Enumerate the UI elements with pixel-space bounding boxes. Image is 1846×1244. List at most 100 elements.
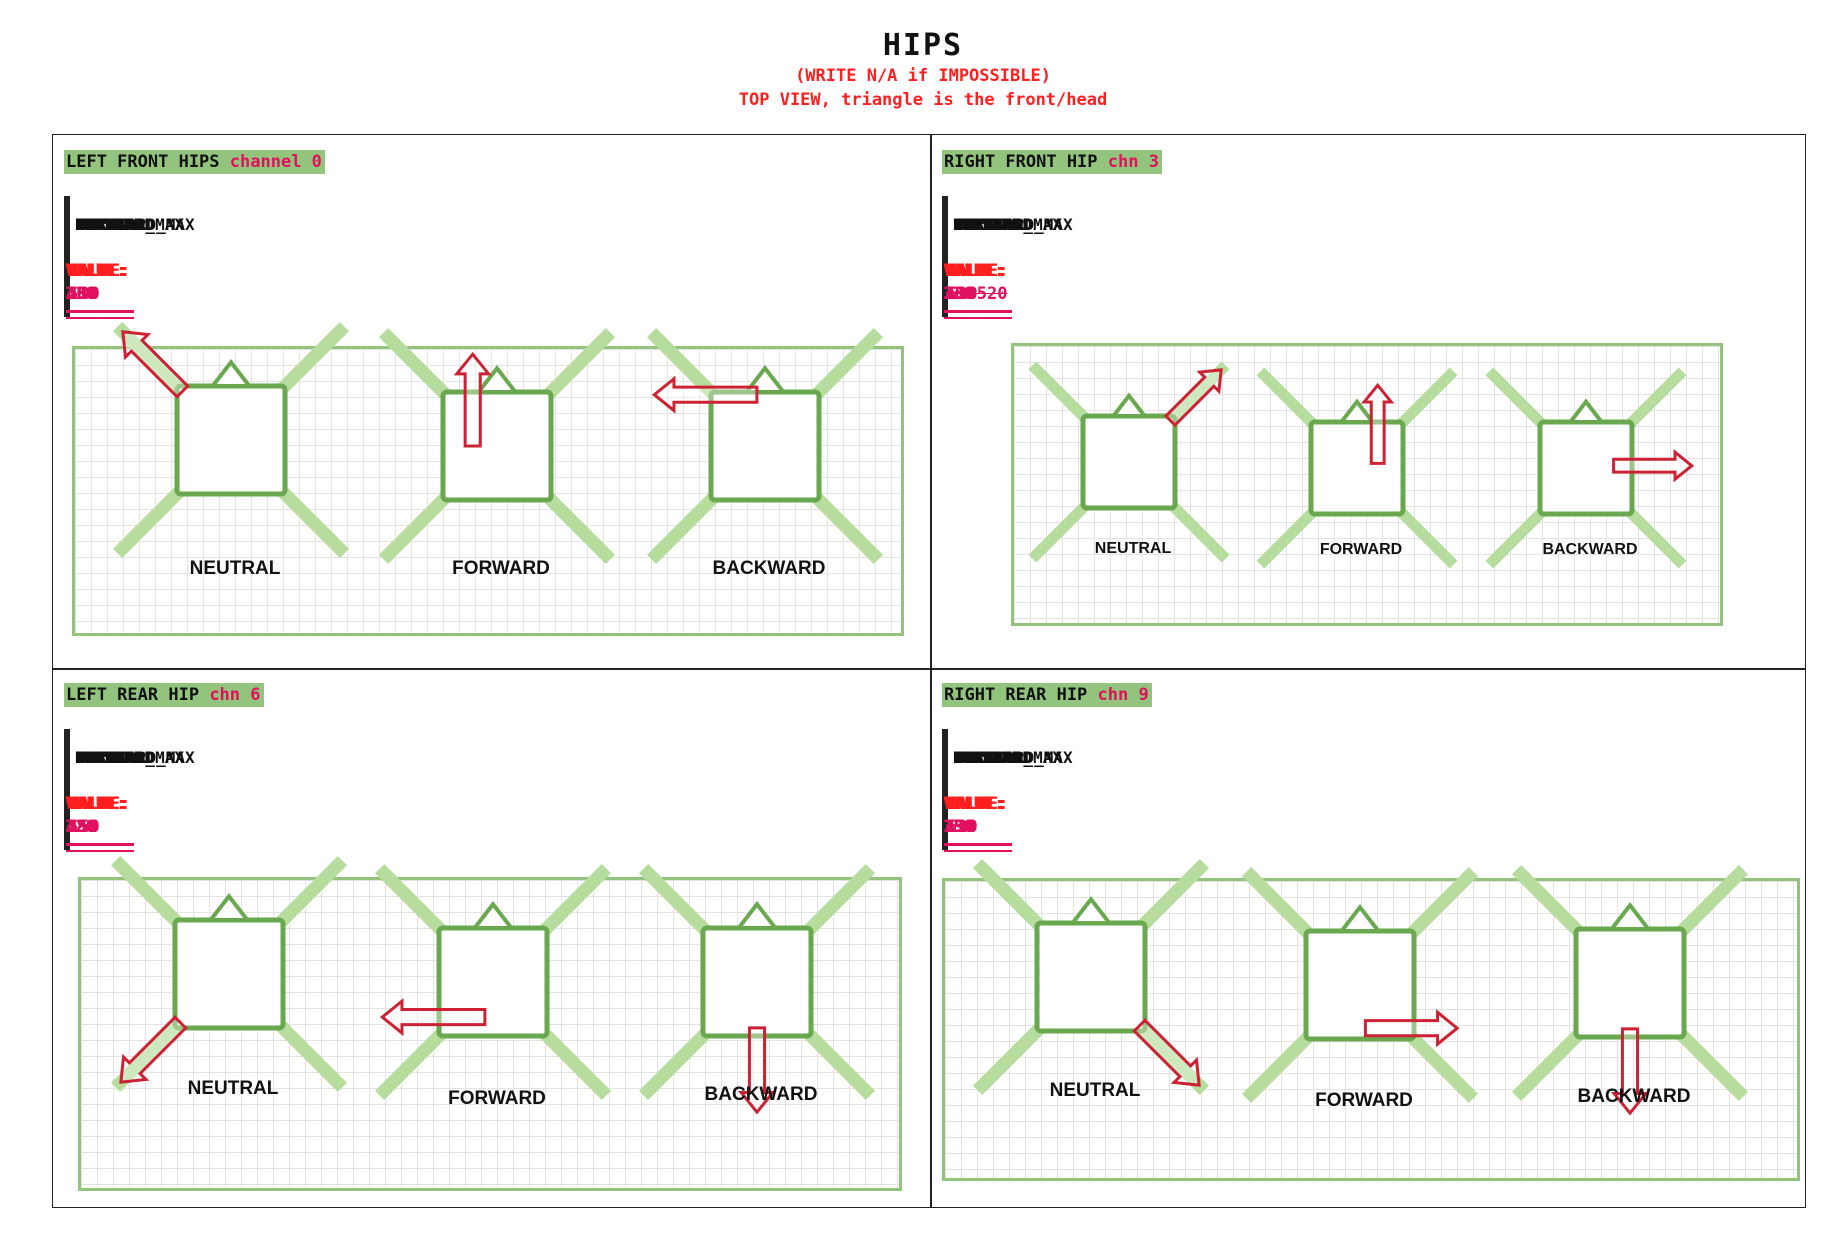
view-note: TOP VIEW, triangle is the front/head xyxy=(738,90,1108,110)
body-square xyxy=(708,389,822,503)
cell-header: BACKWARD xyxy=(77,215,155,234)
value-number: 350 xyxy=(943,817,974,837)
section-title-text: RIGHT FRONT HIP xyxy=(944,152,1098,172)
value-underline xyxy=(948,309,1012,319)
pose-forward: FORWARD xyxy=(1256,367,1458,569)
head-triangle xyxy=(470,900,516,930)
pose-forward: FORWARD xyxy=(375,864,611,1109)
value-number: 520 xyxy=(947,817,978,837)
head-triangle xyxy=(1566,398,1606,424)
cell-header: NEUTRAL xyxy=(953,215,1021,234)
body-square xyxy=(174,383,288,497)
pose-label: NEUTRAL xyxy=(188,1078,279,1099)
cell-header: FORWARD xyxy=(76,215,144,234)
direction-arrow xyxy=(1163,368,1223,428)
cell-header: NEUTRAL xyxy=(75,748,143,767)
cell-header: FORWARD_MAX xyxy=(78,748,184,767)
pose-label: BACKWARD xyxy=(1578,1086,1691,1107)
pose-backward: BACKWARD xyxy=(1512,865,1748,1116)
pose-neutral: NEUTRAL xyxy=(111,856,347,1099)
value-number: 490 xyxy=(945,284,976,304)
body-square xyxy=(1034,920,1148,1034)
channel-label: chn 9 xyxy=(1097,685,1149,705)
value-number: 400 xyxy=(66,284,97,304)
value-number: 250 xyxy=(67,817,98,837)
hip-diagram-svg: NEUTRAL FORWARD BACKWARD xyxy=(111,856,875,1115)
direction-arrow xyxy=(453,351,492,448)
value-number: 480 xyxy=(66,817,97,837)
value-number: 320 xyxy=(65,817,96,837)
body-square xyxy=(172,917,286,1031)
head-triangle xyxy=(474,364,520,394)
section-title: LEFT FRONT HIPS channel 0 xyxy=(64,150,325,174)
section-title: RIGHT FRONT HIP chn 3 xyxy=(942,150,1162,174)
cell-header: BACKWARD xyxy=(955,215,1033,234)
head-triangle xyxy=(1337,903,1383,933)
pose-label: NEUTRAL xyxy=(1050,1080,1141,1101)
value-number: 150 xyxy=(69,817,100,837)
channel-label: chn 3 xyxy=(1107,152,1159,172)
value-number: 130 xyxy=(69,284,100,304)
body-square xyxy=(1080,413,1178,511)
direction-arrow xyxy=(737,1026,777,1115)
pose-label: BACKWARD xyxy=(1542,541,1637,558)
head-triangle xyxy=(1109,392,1149,418)
channel-label: chn 6 xyxy=(209,685,261,705)
cell-header: BACKWARD_MAX xyxy=(957,748,1073,767)
value-underline xyxy=(70,842,134,852)
body-square xyxy=(1573,926,1687,1040)
channel-label: channel 0 xyxy=(229,152,322,172)
cell-header: NEUTRAL xyxy=(953,748,1021,767)
section-title-text: LEFT FRONT HIPS xyxy=(66,152,220,172)
section-title: LEFT REAR HIP chn 6 xyxy=(64,683,264,707)
cell-header: FORWARD_MAX xyxy=(956,215,1062,234)
pose-label: NEUTRAL xyxy=(190,558,281,579)
pose-neutral: NEUTRAL xyxy=(113,322,349,579)
diagram-right-front-hip: NEUTRAL FORWARD BACKWARD xyxy=(1011,343,1723,626)
pose-neutral: NEUTRAL xyxy=(973,859,1209,1101)
pose-neutral: NEUTRAL xyxy=(1028,361,1230,563)
pose-label: BACKWARD xyxy=(713,558,826,579)
direction-arrow xyxy=(121,330,190,399)
section-title: RIGHT REAR HIP chn 9 xyxy=(942,683,1152,707)
value-number: 330 xyxy=(943,284,974,304)
pose-label: FORWARD xyxy=(1320,541,1402,558)
body-square xyxy=(1308,419,1406,517)
pose-label: BACKWARD xyxy=(705,1084,818,1105)
value-number: 510 xyxy=(68,817,99,837)
hip-diagram-svg: NEUTRAL FORWARD BACKWARD xyxy=(1028,361,1695,569)
cell-header: BACKWARD xyxy=(77,748,155,767)
diagram-left-rear-hip: NEUTRAL FORWARD BACKWARD xyxy=(78,856,902,1191)
value-number: 410 xyxy=(945,817,976,837)
direction-arrow xyxy=(1612,449,1695,483)
direction-arrow xyxy=(119,1015,188,1084)
head-triangle xyxy=(1068,895,1114,925)
cell-header: NEUTRAL xyxy=(75,215,143,234)
value-number: 130 xyxy=(946,817,977,837)
body-square xyxy=(700,925,814,1039)
diagram-right-rear-hip: NEUTRAL FORWARD BACKWARD xyxy=(942,859,1800,1181)
section-title-text: LEFT REAR HIP xyxy=(66,685,200,705)
value-number: 260 xyxy=(944,284,975,304)
head-triangle xyxy=(734,900,780,930)
section-title-text: RIGHT REAR HIP xyxy=(944,685,1088,705)
direction-arrow xyxy=(651,375,759,414)
cell-header: FORWARD xyxy=(954,215,1022,234)
struck-value: 520 xyxy=(976,284,1008,304)
pose-forward: FORWARD xyxy=(1242,867,1478,1111)
cell-header: BACKWARD_MAX xyxy=(957,215,1073,234)
value-underline xyxy=(70,309,134,319)
outer-frame xyxy=(52,134,1806,1208)
cell-header: FORWARD_MAX xyxy=(78,215,184,234)
cell-header: FORWARD_MAX xyxy=(956,748,1062,767)
